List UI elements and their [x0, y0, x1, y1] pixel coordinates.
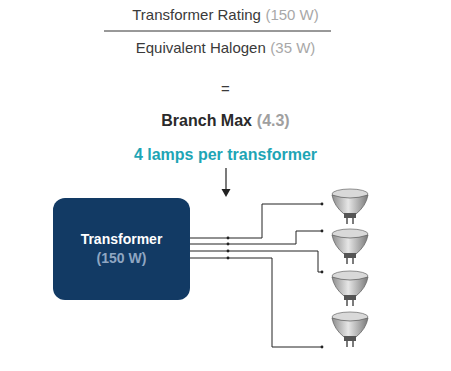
wire-dot — [227, 250, 230, 253]
wire-dot — [227, 237, 230, 240]
wire-dot — [321, 346, 324, 349]
formula-row: Branch Max (4.3) — [0, 112, 451, 130]
box-rating: (150 W) — [97, 249, 147, 268]
lamp-body — [332, 235, 368, 254]
wire-dot — [321, 230, 324, 233]
box-title: Transformer — [81, 230, 163, 249]
wire-dot — [321, 271, 324, 274]
lamp-icon — [332, 189, 368, 224]
lamp-body — [332, 277, 368, 296]
formula-row: Transformer Rating(150 W) — [0, 6, 451, 23]
lamp-pins — [347, 300, 353, 306]
formula-text: (35 W) — [270, 39, 315, 56]
arrow-line — [225, 168, 226, 190]
lamps — [332, 189, 368, 347]
lamp-base — [344, 295, 356, 300]
formula-text: Branch Max — [161, 112, 252, 130]
wire-dots — [227, 203, 324, 349]
result-note: 4 lamps per transformer — [134, 146, 317, 164]
lamp-base — [344, 253, 356, 258]
lamp-icon — [332, 312, 368, 347]
formula-text: (4.3) — [257, 112, 290, 130]
wire-dot — [227, 243, 230, 246]
lamp-base — [344, 336, 356, 341]
lamp-pins — [347, 218, 353, 224]
wire — [190, 251, 322, 272]
transformer-box: Transformer(150 W) — [53, 198, 190, 300]
lamp-pins — [347, 341, 353, 347]
formula-text: Transformer Rating — [132, 6, 261, 23]
arrow-head — [222, 189, 231, 197]
formula-row: 4 lamps per transformer — [0, 146, 451, 164]
formula-text: (150 W) — [265, 6, 318, 23]
formula-text: Equivalent Halogen — [136, 39, 266, 56]
lamp-body — [332, 318, 368, 337]
lamp-body — [332, 195, 368, 214]
wire — [190, 204, 322, 238]
formula-row: Equivalent Halogen(35 W) — [0, 39, 451, 56]
wire — [190, 258, 322, 347]
lamp-icon — [332, 271, 368, 306]
lamp-base — [344, 213, 356, 218]
formula-text: = — [221, 80, 230, 97]
wires — [190, 204, 322, 347]
wire-dot — [227, 257, 230, 260]
formula-row: = — [0, 80, 451, 97]
lamp-icon — [332, 229, 368, 264]
fraction-bar — [104, 31, 331, 32]
wire-dot — [321, 203, 324, 206]
lamp-pins — [347, 258, 353, 264]
wire — [190, 231, 322, 244]
